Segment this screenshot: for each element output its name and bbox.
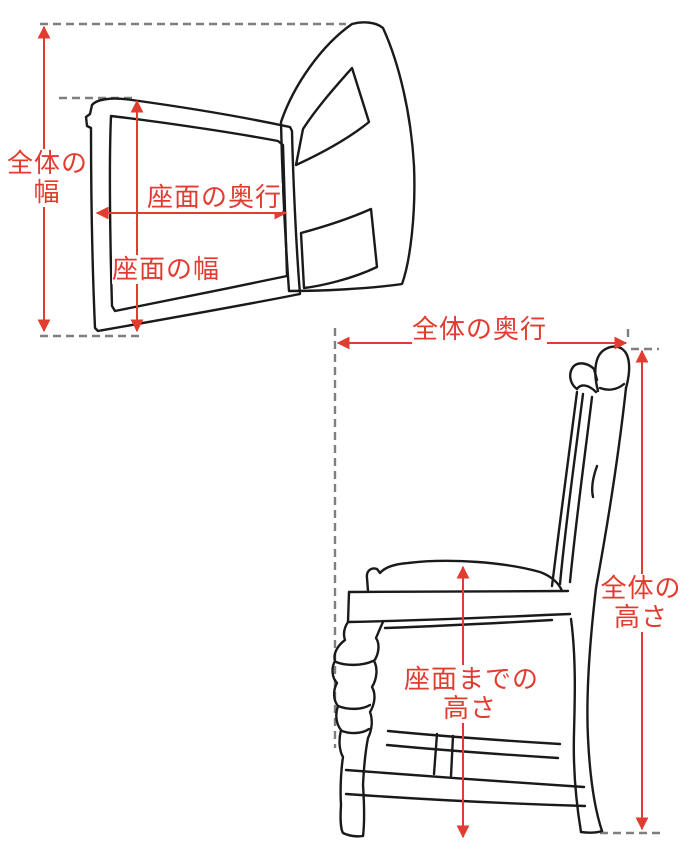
label-line: 高さ bbox=[442, 693, 497, 723]
stretcher-joint-right bbox=[449, 734, 455, 778]
seat-depth-label: 座面の奥行 bbox=[147, 182, 283, 212]
stretcher-joint-left bbox=[432, 732, 439, 776]
label-line: 幅 bbox=[33, 177, 61, 207]
back-leg-foot bbox=[579, 829, 604, 834]
seat-outline bbox=[84, 97, 302, 333]
far-stretcher-bottom bbox=[385, 743, 560, 760]
far-seat-rail bbox=[383, 618, 554, 630]
seat-cushion bbox=[365, 559, 564, 593]
backrest-outline bbox=[279, 21, 416, 293]
back-post-front-edge bbox=[550, 390, 579, 588]
chair-side-view-drawing bbox=[331, 345, 631, 838]
backrest-ear-detail bbox=[569, 362, 599, 394]
front-leg bbox=[331, 620, 385, 838]
backrest-opening-upper bbox=[294, 66, 371, 167]
overall-depth-label: 全体の奥行 bbox=[412, 314, 548, 344]
overall-height-label: 全体の 高さ bbox=[600, 574, 682, 632]
splat-front-edge bbox=[558, 392, 585, 586]
chair-top-view-drawing bbox=[84, 21, 416, 333]
near-stretcher-bottom bbox=[344, 792, 587, 808]
seat-apron-bottom bbox=[346, 612, 572, 624]
label-line: 高さ bbox=[613, 602, 668, 632]
label-line: 全体の bbox=[600, 573, 682, 603]
splat-detail bbox=[591, 464, 599, 499]
backrest-opening-lower bbox=[299, 207, 379, 290]
back-post-rear-edge bbox=[586, 386, 628, 833]
front-leg-ring-1 bbox=[334, 659, 375, 667]
splat-rear-edge bbox=[568, 395, 594, 584]
near-stretcher-top bbox=[344, 768, 586, 789]
label-line: 座面までの bbox=[404, 664, 540, 694]
front-leg-ring-3 bbox=[340, 727, 371, 735]
seat-width-label: 座面の幅 bbox=[112, 254, 221, 284]
dimension-arrows bbox=[37, 25, 649, 839]
guide-lines bbox=[40, 22, 663, 835]
back-leg-front-edge bbox=[569, 617, 583, 834]
overall-width-label: 全体の 幅 bbox=[7, 149, 87, 207]
seat-apron-top bbox=[347, 589, 570, 594]
label-line: 全体の bbox=[7, 148, 89, 178]
backrest-cap-bottom bbox=[598, 382, 626, 391]
far-stretcher-top bbox=[386, 729, 562, 746]
front-leg-ring-2 bbox=[336, 703, 372, 711]
seat-height-label: 座面までの 高さ bbox=[404, 664, 540, 723]
seat-apron-front bbox=[346, 590, 351, 624]
